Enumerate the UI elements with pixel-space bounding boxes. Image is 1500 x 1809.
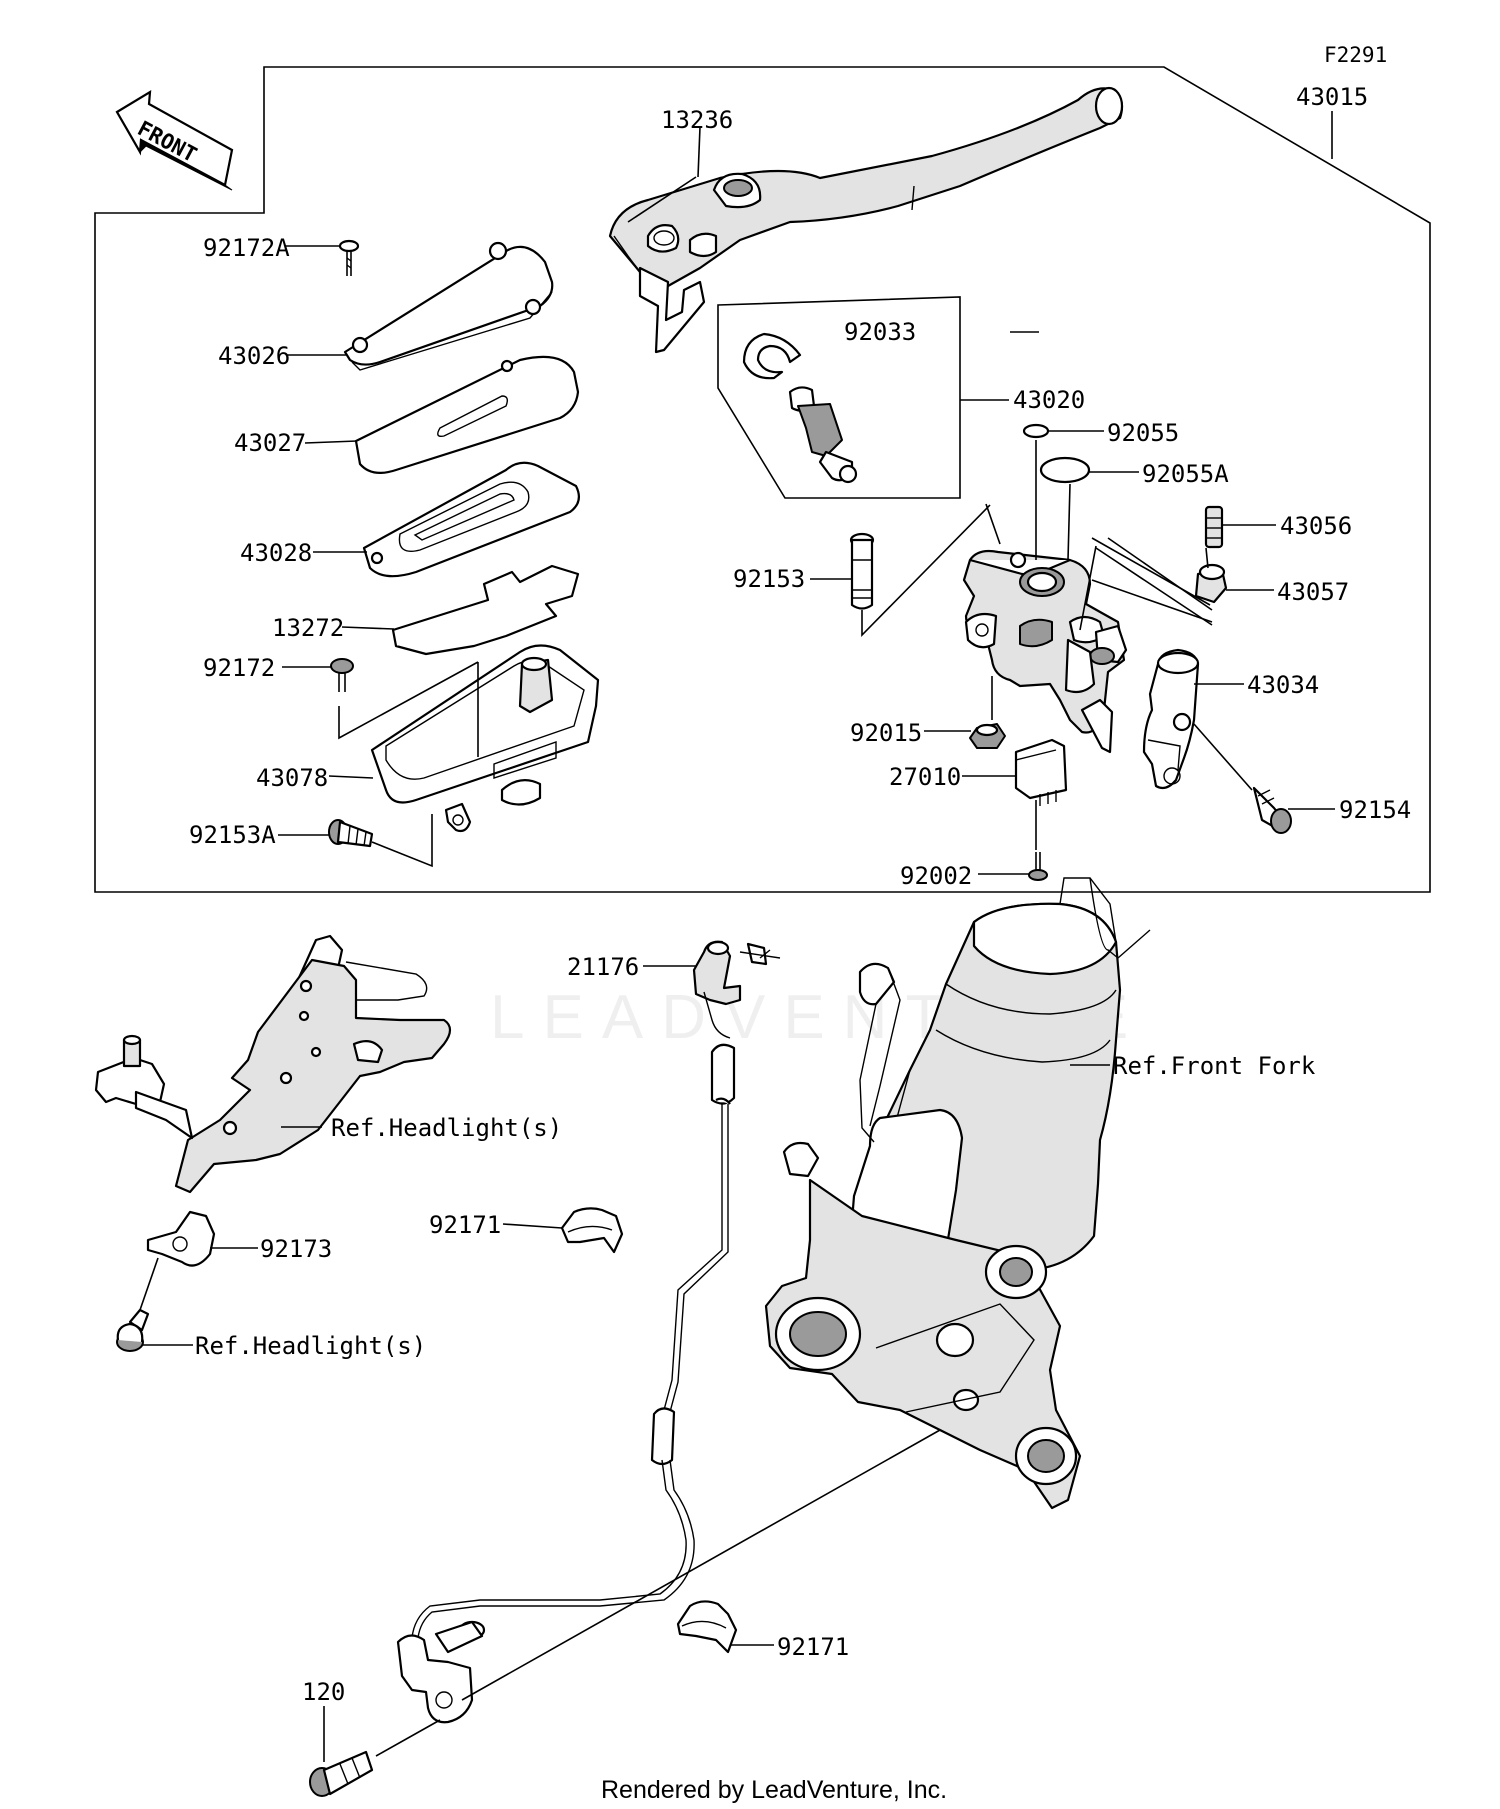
- circlip-92033: [742, 332, 802, 380]
- bolt-92153a: [328, 819, 374, 848]
- label-92173: 92173: [260, 1235, 332, 1263]
- reservoir-cap-43026: [343, 241, 554, 371]
- pivot-piston: [788, 386, 858, 484]
- caliper-axis-line: [461, 1429, 941, 1701]
- master-cylinder-body: [962, 549, 1128, 754]
- label-ref-headlight-1: Ref.Headlight(s): [331, 1114, 562, 1142]
- clamp-43034: [1142, 648, 1200, 790]
- screw-92172a: [338, 239, 360, 276]
- diaphragm-43028: [362, 461, 581, 578]
- label-120: 120: [302, 1678, 345, 1706]
- clip-92173: [146, 1210, 216, 1267]
- diaphragm-plate-43027: [354, 355, 580, 475]
- label-43056: 43056: [1280, 512, 1352, 540]
- label-92002: 92002: [900, 862, 972, 890]
- label-43057: 43057: [1277, 578, 1349, 606]
- headlight-bracket: [94, 934, 452, 1194]
- screw-ref-headlight: [116, 1308, 150, 1352]
- label-43028: 43028: [240, 539, 312, 567]
- mc-axis-lines: [985, 440, 1213, 631]
- bolt-120: [309, 1750, 374, 1797]
- label-ref-headlight-2: Ref.Headlight(s): [195, 1332, 426, 1360]
- label-43015: 43015: [1296, 83, 1368, 111]
- front-arrow-icon: FRONT: [115, 89, 234, 191]
- label-13272: 13272: [272, 614, 344, 642]
- label-27010: 27010: [889, 763, 961, 791]
- label-21176: 21176: [567, 953, 639, 981]
- label-92055a: 92055A: [1142, 460, 1229, 488]
- label-43027: 43027: [234, 429, 306, 457]
- label-43078: 43078: [256, 764, 328, 792]
- mc-leader-lines: [1095, 537, 1213, 626]
- pivot-bolt-92153: [849, 532, 875, 610]
- pivot-kit-box: [717, 296, 961, 499]
- figure-code: F2291: [1324, 43, 1387, 67]
- clip-axis-line: [139, 1257, 159, 1311]
- label-92171-b: 92171: [777, 1633, 849, 1661]
- label-92172a: 92172A: [203, 234, 290, 262]
- clamp-92171-a: [560, 1207, 624, 1254]
- label-92153: 92153: [733, 565, 805, 593]
- label-13236: 13236: [661, 106, 733, 134]
- label-ref-front-fork: Ref.Front Fork: [1113, 1052, 1316, 1080]
- screw-92002: [1028, 852, 1048, 881]
- switch-27010: [1014, 738, 1068, 806]
- separator-13272: [391, 564, 580, 656]
- label-92153a: 92153A: [189, 821, 276, 849]
- bleeder-43056: [1204, 505, 1224, 549]
- assembly-boundary: [94, 66, 1431, 893]
- label-43020: 43020: [1013, 386, 1085, 414]
- nut-92015: [969, 723, 1006, 749]
- oring-92055: [1022, 423, 1050, 439]
- leader-lines: [143, 111, 1335, 1762]
- front-fork: [764, 877, 1151, 1510]
- label-43026: 43026: [218, 342, 290, 370]
- bolt-axis-line: [861, 504, 991, 637]
- label-92172: 92172: [203, 654, 275, 682]
- label-92033: 92033: [844, 318, 916, 346]
- screw-92172: [330, 658, 354, 692]
- sensor-axis-line: [375, 1719, 441, 1757]
- label-92055: 92055: [1107, 419, 1179, 447]
- footer-credit: Rendered by LeadVenture, Inc.: [601, 1776, 947, 1804]
- label-92015: 92015: [850, 719, 922, 747]
- reservoir-43078: [370, 644, 600, 833]
- abs-sensor-harness-21176: [396, 940, 781, 1724]
- clamp-92171-b: [676, 1600, 738, 1654]
- bleeder-cap-43057: [1194, 563, 1228, 604]
- label-92171-a: 92171: [429, 1211, 501, 1239]
- label-43034: 43034: [1247, 671, 1319, 699]
- bolt-92154: [1252, 786, 1292, 834]
- brake-lever-13236: [608, 86, 1124, 354]
- washer-92055a: [1039, 456, 1091, 484]
- label-92154: 92154: [1339, 796, 1411, 824]
